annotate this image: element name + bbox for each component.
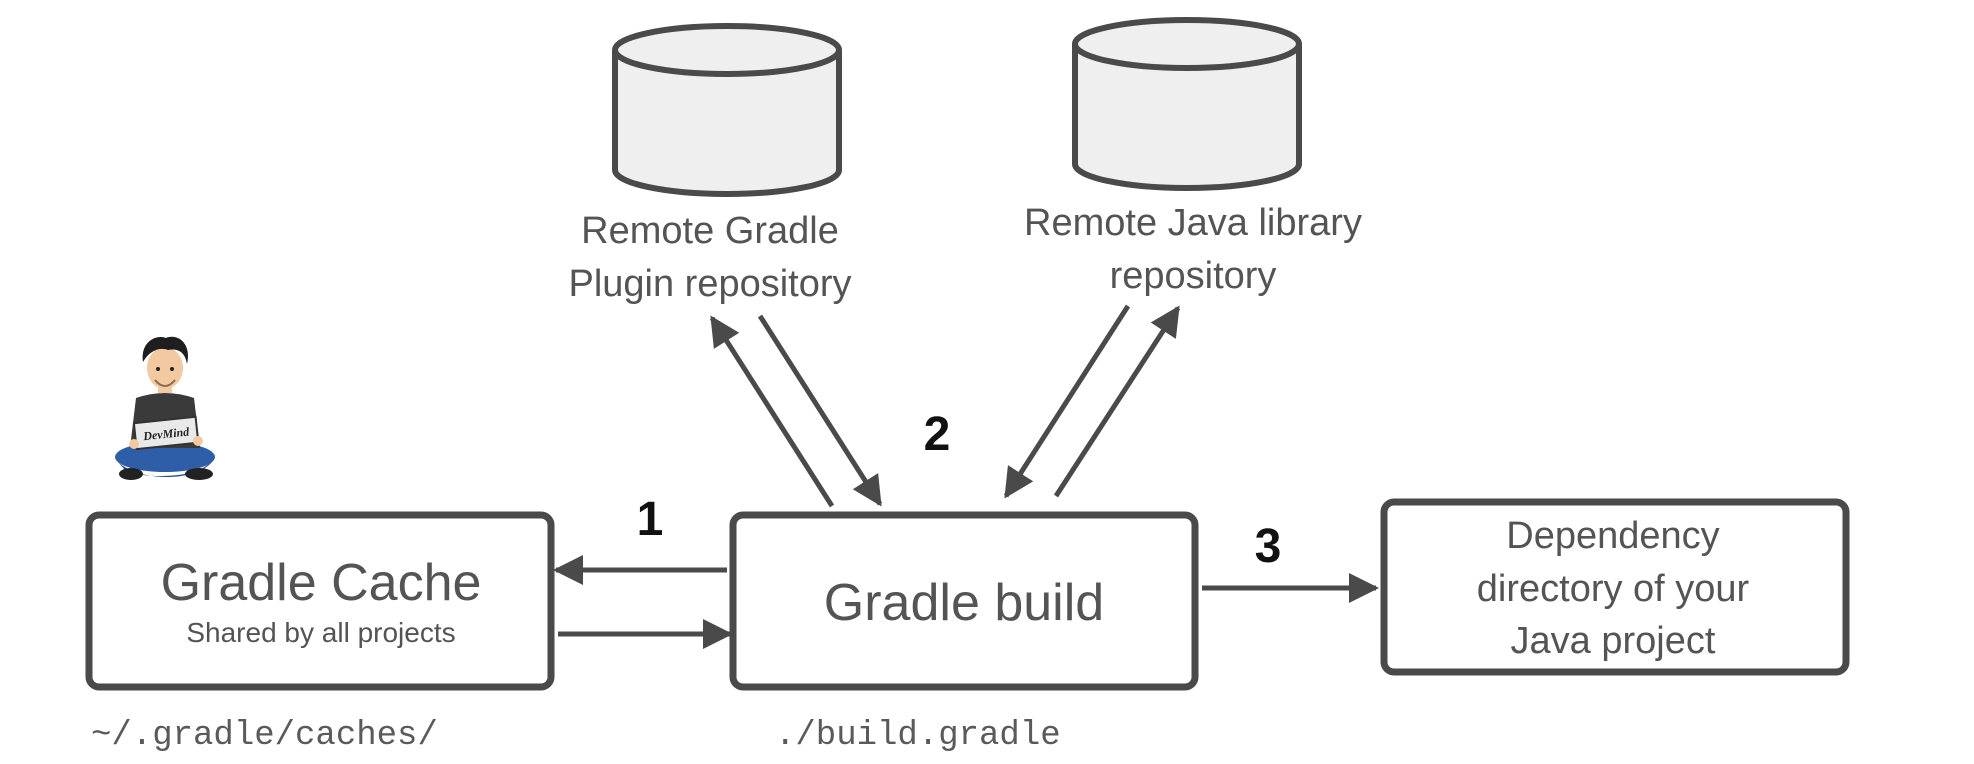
step-2-label: 2 xyxy=(924,408,951,461)
dependency-directory-box: Dependency directory of your Java projec… xyxy=(1380,498,1850,676)
step-1-label: 1 xyxy=(637,493,664,546)
step-3-label: 3 xyxy=(1255,520,1282,573)
mascot-laptop-text: DevMind xyxy=(142,424,191,443)
arrow-plugin-repo-to-build xyxy=(757,314,883,507)
gradle-cache-title: Gradle Cache xyxy=(161,554,482,612)
gradle-plugin-repository-label-line2: Plugin repository xyxy=(568,263,851,305)
gradle-build-path: ./build.gradle xyxy=(775,717,1061,755)
gradle-cache-path: ~/.gradle/caches/ xyxy=(91,717,438,755)
arrow-build-to-library-repo xyxy=(1053,305,1181,498)
arrow-library-repo-to-build xyxy=(1003,304,1131,499)
gradle-plugin-repository: Remote Gradle Plugin repository xyxy=(568,23,852,305)
java-library-repository-label-line1: Remote Java library xyxy=(1024,202,1362,244)
dependency-directory-line2: directory of your xyxy=(1477,568,1750,610)
gradle-cache-subtitle: Shared by all projects xyxy=(186,617,455,648)
gradle-build-box: Gradle build xyxy=(729,511,1199,691)
gradle-cache-box: Gradle Cache Shared by all projects xyxy=(85,511,555,691)
database-icon xyxy=(1072,17,1302,191)
java-library-repository: Remote Java library repository xyxy=(1024,17,1362,297)
developer-mascot-icon: DevMind xyxy=(115,336,215,480)
gradle-build-title: Gradle build xyxy=(824,574,1104,632)
gradle-plugin-repository-label-line1: Remote Gradle xyxy=(581,210,839,252)
database-icon xyxy=(612,23,842,197)
java-library-repository-label-line2: repository xyxy=(1110,255,1277,297)
dependency-directory-line1: Dependency xyxy=(1506,515,1719,557)
arrow-build-to-plugin-repo xyxy=(709,315,835,508)
dependency-directory-line3: Java project xyxy=(1511,620,1716,662)
